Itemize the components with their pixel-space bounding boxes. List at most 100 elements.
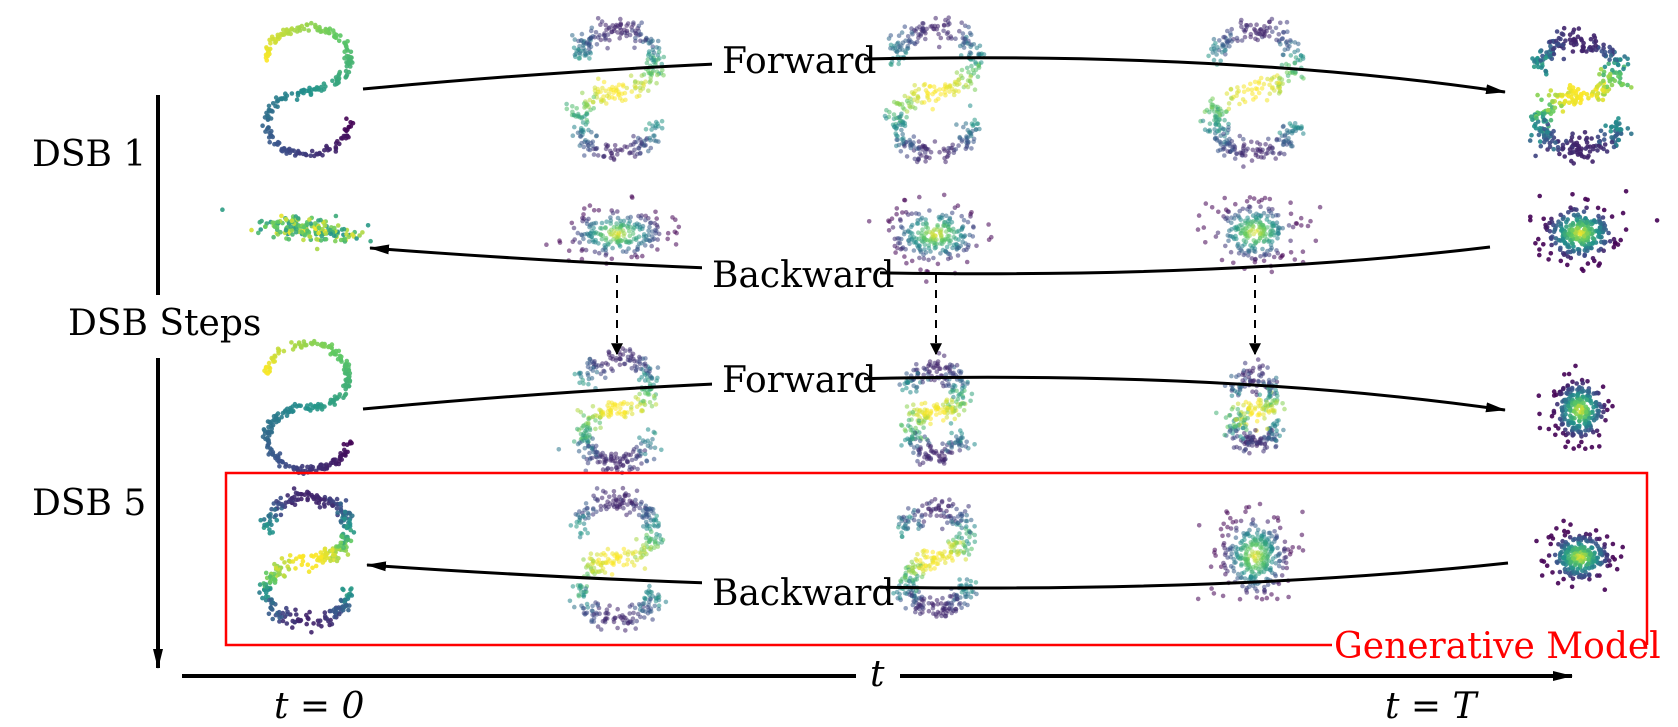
- scatter-point: [274, 518, 280, 523]
- scatter-point: [1601, 225, 1607, 231]
- scatter-point: [1578, 93, 1584, 99]
- scatter-point: [1564, 390, 1569, 396]
- scatter-point: [615, 215, 621, 221]
- scatter-point: [594, 552, 600, 557]
- scatter-point: [909, 231, 915, 236]
- scatter-point: [1248, 81, 1253, 87]
- scatter-point: [556, 447, 562, 452]
- scatter-point: [308, 402, 314, 407]
- scatter-point: [622, 144, 627, 149]
- scatter-point: [902, 427, 908, 433]
- scatter-point: [929, 231, 935, 236]
- scatter-point: [634, 94, 640, 99]
- scatter-point: [937, 229, 943, 234]
- scatter-point: [295, 617, 301, 622]
- scatter-point: [637, 32, 643, 37]
- scatter-point: [968, 398, 973, 404]
- scatter-point: [657, 56, 662, 61]
- scatter-point: [908, 442, 914, 448]
- scatter-point: [1547, 229, 1553, 234]
- scatter-point: [1254, 418, 1260, 424]
- scatter-point: [1288, 38, 1293, 43]
- scatter-point: [939, 233, 944, 238]
- scatter-point: [271, 577, 277, 582]
- scatter-point: [894, 101, 899, 106]
- scatter-point: [632, 45, 637, 51]
- scatter-point: [653, 402, 659, 407]
- scatter-point: [1266, 410, 1272, 415]
- scatter-point: [1556, 42, 1561, 47]
- scatter-point: [650, 436, 655, 442]
- scatter-point: [1562, 154, 1567, 159]
- scatter-point: [587, 97, 593, 103]
- scatter-point: [913, 425, 918, 431]
- scatter-point: [921, 425, 926, 431]
- scatter-point: [267, 51, 272, 57]
- scatter-point: [596, 76, 601, 82]
- scatter-point: [255, 230, 261, 236]
- scatter-point: [1317, 204, 1323, 210]
- scatter-point: [339, 354, 344, 360]
- scatter-point: [1537, 139, 1543, 144]
- scatter-point: [1575, 152, 1581, 157]
- scatter-point: [321, 501, 327, 507]
- scatter-point: [953, 36, 958, 41]
- scatter-point: [321, 81, 327, 86]
- scatter-point: [333, 35, 339, 41]
- scatter-point: [618, 22, 623, 28]
- scatter-point: [341, 133, 347, 139]
- scatter-point: [898, 246, 904, 252]
- scatter-point: [1274, 399, 1280, 404]
- scatter-point: [961, 217, 967, 223]
- scatter-point: [1241, 84, 1247, 89]
- scatter-point: [1602, 132, 1607, 137]
- scatter-point: [932, 139, 938, 144]
- scatter-point: [1232, 156, 1238, 161]
- scatter-point: [312, 153, 317, 159]
- scatter-point: [901, 138, 906, 143]
- scatter-point: [1587, 149, 1593, 154]
- scatter-point: [345, 552, 351, 557]
- scatter-point: [1236, 411, 1242, 416]
- scatter-point: [1231, 143, 1237, 148]
- scatter-point: [920, 21, 925, 26]
- scatter-point: [933, 404, 939, 410]
- scatter-point: [569, 220, 575, 226]
- scatter-point: [1561, 56, 1567, 62]
- scatter-point: [313, 563, 319, 569]
- scatter-point: [611, 229, 617, 234]
- scatter-point: [601, 94, 606, 99]
- scatter-point: [1222, 195, 1227, 201]
- scatter-point: [963, 146, 969, 152]
- scatter-point: [1589, 245, 1594, 251]
- scatter-point: [898, 224, 904, 229]
- scatter-point: [291, 408, 296, 414]
- scatter-point: [656, 49, 662, 55]
- scatter-point: [961, 124, 966, 130]
- scatter-point: [332, 614, 337, 620]
- scatter-point: [258, 517, 264, 523]
- scatter-point: [320, 226, 325, 232]
- scatter-point: [1588, 36, 1594, 42]
- scatter-point: [1625, 62, 1631, 67]
- scatter-point: [968, 214, 973, 219]
- scatter-point: [609, 451, 614, 457]
- scatter-point: [1600, 97, 1606, 103]
- scatter-point: [643, 142, 648, 148]
- scatter-point: [249, 227, 254, 233]
- scatter-point: [1228, 95, 1234, 101]
- scatter-point: [936, 44, 942, 50]
- scatter-point: [1608, 129, 1614, 134]
- scatter-point: [653, 138, 659, 144]
- scatter-point: [1576, 386, 1582, 391]
- scatter-point: [1221, 131, 1226, 137]
- scatter-point: [1544, 50, 1549, 55]
- scatter-point: [1600, 215, 1606, 220]
- scatter-point: [1252, 249, 1258, 255]
- scatter-point: [1596, 139, 1602, 144]
- scatter-point: [305, 497, 310, 503]
- scatter-point: [1288, 53, 1294, 58]
- scatter-point: [581, 144, 587, 150]
- scatter-point: [1280, 225, 1285, 231]
- scatter-point: [595, 459, 601, 465]
